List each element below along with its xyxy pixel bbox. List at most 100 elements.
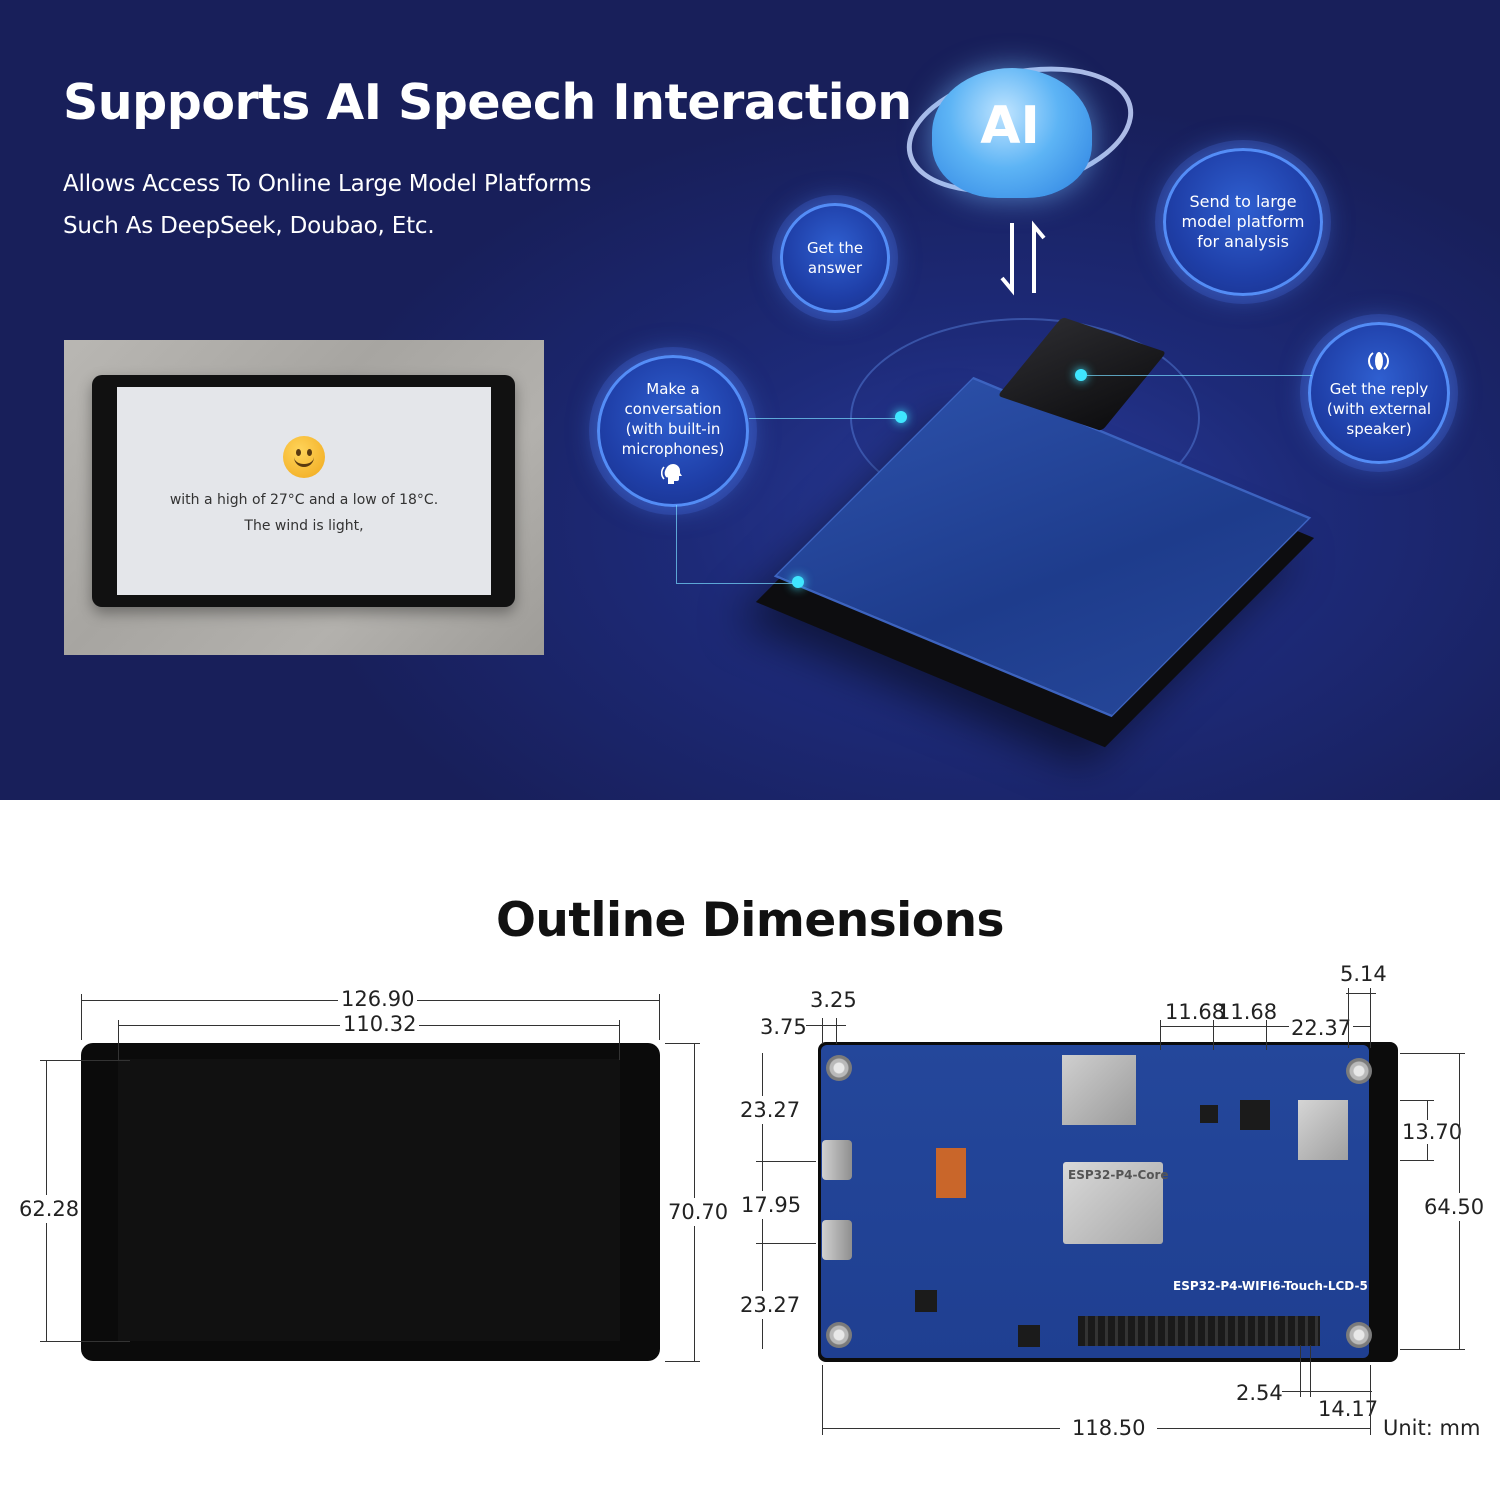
screen-text-line2: The wind is light, — [244, 518, 364, 534]
bubble-reply-line2: (with external — [1326, 400, 1432, 418]
extline-13-70-a — [1400, 1100, 1434, 1101]
extline-top-inner — [40, 1060, 130, 1061]
board-brand-label: ESP32-P4-WIFI6-Touch-LCD-5 — [1173, 1279, 1368, 1293]
extline-right-outer — [659, 994, 660, 1040]
extline-5-14-b — [1370, 988, 1371, 1048]
bubble-send-to-platform: Send to large model platform for analysi… — [1163, 148, 1323, 296]
extline-conn-1 — [1160, 1020, 1161, 1050]
dim-23-27-b: 23.27 — [739, 1291, 802, 1319]
bubble-conv-line1: Make a — [646, 379, 700, 398]
mount-hole-tl — [826, 1055, 852, 1081]
dimline-5-14 — [1346, 993, 1376, 994]
gpio-header — [1078, 1316, 1320, 1346]
dim-17-95: 17.95 — [740, 1191, 803, 1219]
speaker-sound-icon — [1368, 352, 1389, 370]
bubble-reply-line1: Get the reply — [1329, 380, 1429, 398]
device-screen: with a high of 27°C and a low of 18°C. T… — [117, 387, 491, 595]
dimline-2-54 — [1282, 1391, 1372, 1392]
extline-2-54 — [1300, 1345, 1301, 1397]
extline-bottom-outer — [665, 1361, 700, 1362]
smiley-icon — [283, 436, 325, 478]
board-chip-3 — [915, 1290, 937, 1312]
mount-hole-tr — [1346, 1058, 1372, 1084]
mic-leader-line-2h — [676, 583, 793, 584]
esp32-core-module — [1063, 1162, 1163, 1244]
bubble-make-conversation: Make a conversation (with built-in micro… — [597, 355, 749, 507]
bubble-send-line3: for analysis — [1197, 232, 1289, 251]
dimline-top-connectors — [1160, 1026, 1370, 1027]
dim-5-14: 5.14 — [1340, 962, 1387, 986]
extline-left-inner — [118, 1020, 119, 1060]
mic-leader-line-2v — [676, 505, 677, 583]
extline-right-inner — [619, 1020, 620, 1060]
banner-subtitle-line1: Allows Access To Online Large Model Plat… — [63, 171, 592, 197]
mount-hole-bl — [826, 1322, 852, 1348]
board-pcb-top — [773, 376, 1312, 718]
screen-text-line1: with a high of 27°C and a low of 18°C. — [169, 492, 439, 508]
board-chip-2 — [1200, 1105, 1218, 1123]
extline-118-50-a — [822, 1365, 823, 1435]
banner-title: Supports AI Speech Interaction — [63, 74, 912, 131]
bubble-send-line2: model platform — [1181, 212, 1305, 231]
dim-3-25: 3.25 — [810, 988, 857, 1012]
mic-marker-dot-2 — [792, 576, 804, 588]
extline-rear-left-b — [836, 1018, 837, 1044]
extline-left-outer — [81, 994, 82, 1040]
banner-subtitle-line2: Such As DeepSeek, Doubao, Etc. — [63, 213, 435, 239]
bubble-send-line1: Send to large — [1189, 192, 1297, 211]
dim-14-17: 14.17 — [1318, 1397, 1379, 1421]
bubble-conv-line3: (with built-in — [625, 419, 721, 438]
extline-13-70-b — [1400, 1160, 1434, 1161]
mount-hole-br — [1346, 1322, 1372, 1348]
board-chip-4 — [1018, 1325, 1040, 1347]
dim-13-70: 13.70 — [1400, 1120, 1465, 1144]
extline-14-17 — [1310, 1345, 1311, 1397]
ai-label: AI — [980, 96, 1040, 156]
speaker-marker-dot — [1075, 369, 1087, 381]
dim-11-68-a: 11.68 — [1165, 1000, 1226, 1024]
dim-62-28: 62.28 — [18, 1195, 81, 1223]
bubble-reply-line3: speaker) — [1346, 420, 1412, 438]
unit-label: Unit: mm — [1383, 1416, 1481, 1440]
extline-usb2 — [756, 1243, 816, 1244]
usb-port-2 — [822, 1220, 852, 1260]
wifi-module — [1298, 1100, 1348, 1160]
usb-port-1 — [822, 1140, 852, 1180]
bubble-answer-line2: answer — [807, 259, 863, 277]
dim-3-75: 3.75 — [760, 1015, 807, 1039]
device-bezel: with a high of 27°C and a low of 18°C. T… — [92, 375, 515, 607]
extline-bottom-inner — [40, 1341, 130, 1342]
extline-conn-2 — [1213, 1020, 1214, 1050]
dim-118-50: 118.50 — [1060, 1416, 1158, 1440]
mic-marker-dot-1 — [895, 411, 907, 423]
front-view-panel — [81, 1043, 660, 1361]
display-ribbon-connector — [936, 1148, 966, 1198]
extline-conn-3 — [1266, 1020, 1267, 1050]
bubble-answer-line1: Get the — [806, 239, 864, 257]
dim-11-68-b: 11.68 — [1217, 1000, 1278, 1024]
module-label: ESP32-P4-Core — [1068, 1168, 1169, 1182]
dim-70-70: 70.70 — [667, 1198, 730, 1226]
mic-leader-line-1 — [749, 418, 896, 419]
ai-speech-banner: Supports AI Speech Interaction Allows Ac… — [0, 0, 1500, 800]
dimensions-title: Outline Dimensions — [495, 893, 1005, 948]
voice-speaking-icon — [661, 463, 682, 484]
board-chip-1 — [1240, 1100, 1270, 1130]
dim-126-90: 126.90 — [338, 987, 418, 1011]
sd-card-slot — [1062, 1055, 1136, 1125]
bubble-get-reply: Get the reply (with external speaker) — [1308, 322, 1450, 464]
dimline-3-75 — [806, 1025, 846, 1026]
speaker-leader-line — [1087, 375, 1312, 376]
front-view-active-area — [118, 1059, 620, 1341]
bubble-get-answer: Get the answer — [780, 203, 890, 313]
extline-rear-left-a — [822, 1018, 823, 1044]
banner-subtitle: Allows Access To Online Large Model Plat… — [63, 163, 591, 247]
extline-usb1 — [756, 1161, 816, 1162]
dim-2-54: 2.54 — [1236, 1381, 1283, 1405]
extline-top-outer — [665, 1043, 700, 1044]
extline-5-14-a — [1348, 988, 1349, 1048]
ai-cloud-icon — [932, 68, 1092, 198]
extline-118-50-b — [1370, 1365, 1371, 1435]
dim-110-32: 110.32 — [340, 1012, 420, 1036]
extline-64-50-b — [1400, 1349, 1465, 1350]
